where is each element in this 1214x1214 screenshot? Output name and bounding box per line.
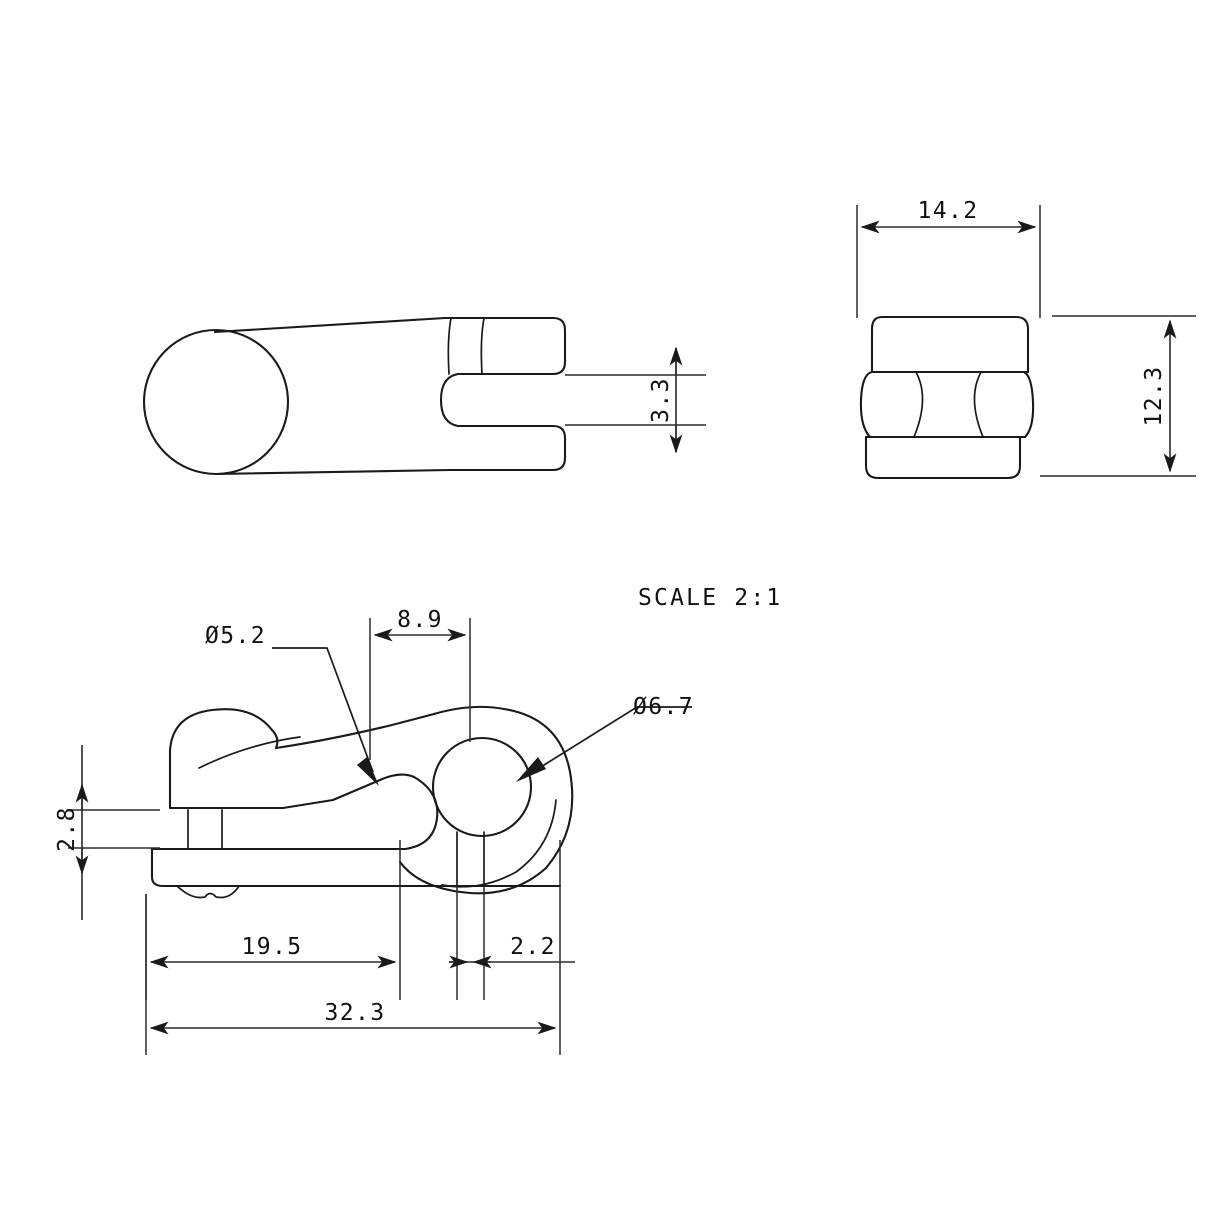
callout-dia-5-2: Ø5.2: [205, 623, 379, 786]
top-view-body-outline: [142, 316, 567, 476]
side-view-body-outline: [150, 705, 574, 899]
end-view: 14.2 12.3: [856, 198, 1196, 480]
top-view: 3.3: [142, 316, 706, 476]
dimension-2-2: 2.2: [449, 886, 575, 1000]
end-view-body-outline: [859, 315, 1035, 480]
callout-label-dia-6-7: Ø6.7: [633, 694, 694, 720]
callout-label-dia-5-2: Ø5.2: [205, 623, 266, 649]
dimension-label-3-3: 3.3: [648, 377, 674, 423]
scale-note: SCALE 2:1: [638, 585, 782, 611]
callout-dia-6-7: Ø6.7: [516, 694, 694, 782]
dimension-label-12-3: 12.3: [1141, 366, 1167, 427]
dimension-label-19-5: 19.5: [242, 934, 303, 960]
side-view: Ø5.2 Ø6.7 2.8 8.9: [54, 607, 694, 1055]
dimension-14-2: 14.2: [856, 198, 1041, 318]
dimension-label-32-3: 32.3: [325, 1000, 386, 1026]
dimension-3-3: 3.3: [565, 346, 706, 454]
dimension-label-8-9: 8.9: [397, 607, 443, 633]
dimension-19-5: 19.5: [145, 840, 401, 1000]
dimension-label-2-2: 2.2: [510, 934, 556, 960]
dimension-2-8: 2.8: [54, 745, 160, 920]
dimension-32-3: 32.3: [145, 840, 561, 1055]
dimension-8-9: 8.9: [369, 607, 471, 760]
dimension-label-14-2: 14.2: [918, 198, 979, 224]
dimension-12-3: 12.3: [1040, 315, 1196, 477]
dimension-label-2-8: 2.8: [54, 806, 80, 852]
